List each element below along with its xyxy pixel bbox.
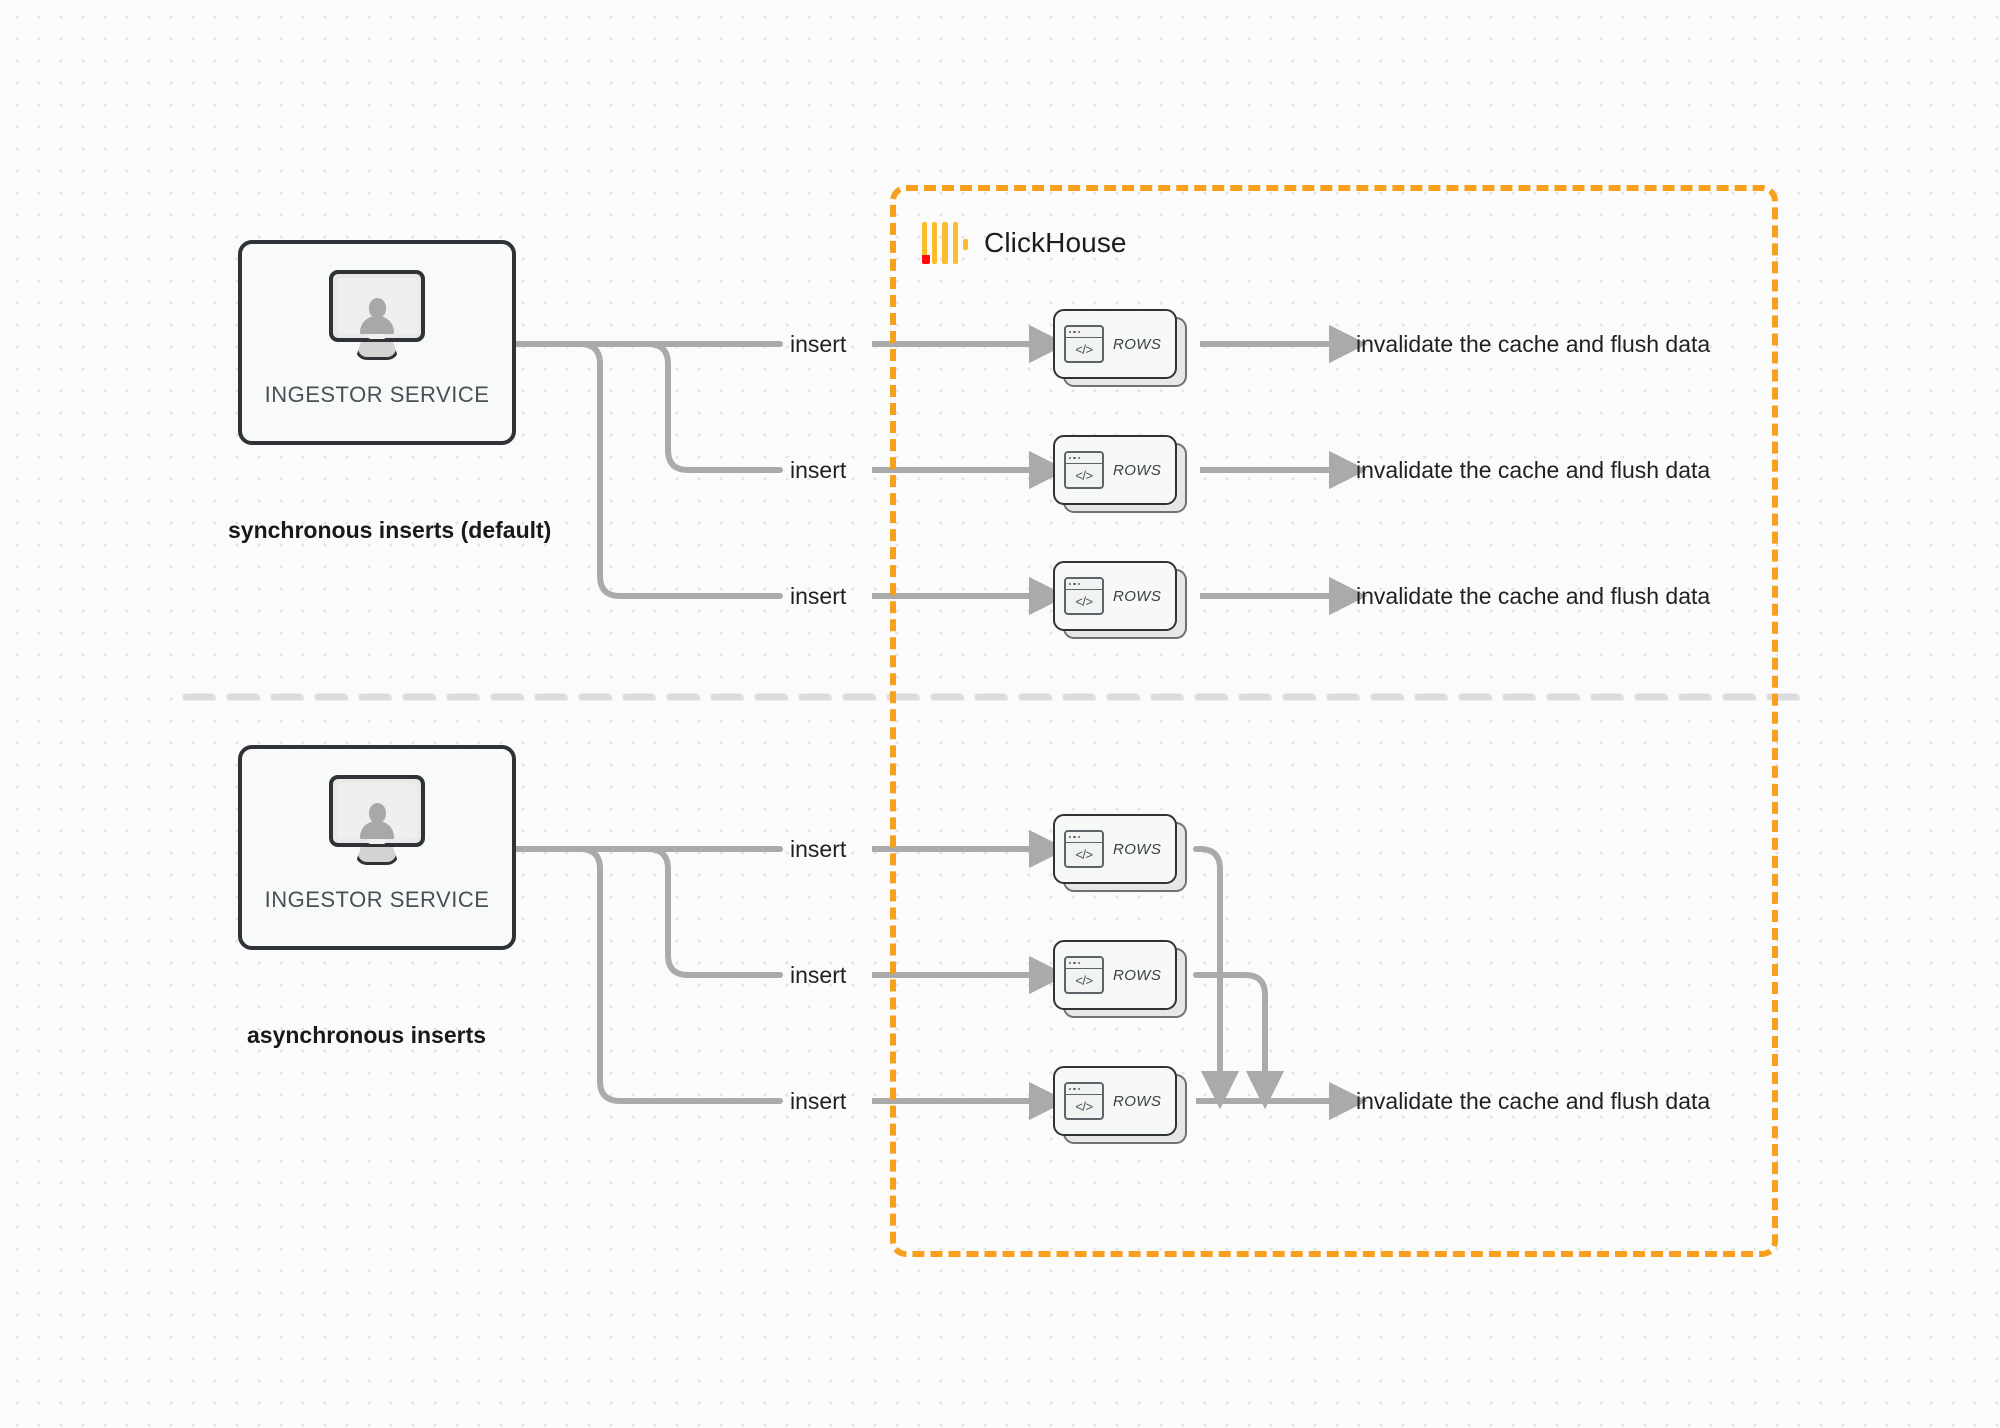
clickhouse-boundary xyxy=(890,185,1778,1257)
edge-label-flush-sync-1: invalidate the cache and flush data xyxy=(1356,331,1711,357)
edge-label-insert-async-1: insert xyxy=(790,836,847,862)
edge-label-flush-sync-2: invalidate the cache and flush data xyxy=(1356,457,1711,483)
rows-label: ROWS xyxy=(1113,587,1162,605)
edge-label-insert-async-3: insert xyxy=(790,1088,847,1114)
section-caption-asynchronous: asynchronous inserts xyxy=(247,1022,487,1048)
clickhouse-logo-icon xyxy=(922,222,969,264)
code-glyph: </> xyxy=(1075,847,1093,862)
edge-label-flush-async: invalidate the cache and flush data xyxy=(1356,1088,1711,1114)
code-glyph: </> xyxy=(1075,594,1093,609)
rows-node-sync-2[interactable]: </> ROWS xyxy=(1053,435,1187,513)
code-glyph: </> xyxy=(1075,342,1093,357)
rows-node-sync-1[interactable]: </> ROWS xyxy=(1053,309,1187,387)
code-window-icon: </> xyxy=(1064,325,1104,363)
monitor-user-icon xyxy=(329,775,425,867)
ingestor-service-node-async[interactable]: INGESTOR SERVICE xyxy=(238,745,516,950)
clickhouse-header: ClickHouse xyxy=(922,222,1127,264)
edge-label-insert-sync-2: insert xyxy=(790,457,847,483)
monitor-user-icon xyxy=(329,270,425,362)
code-window-icon: </> xyxy=(1064,1082,1104,1120)
edge-label-flush-sync-3: invalidate the cache and flush data xyxy=(1356,583,1711,609)
code-glyph: </> xyxy=(1075,1099,1093,1114)
edge-label-insert-sync-1: insert xyxy=(790,331,847,357)
rows-node-async-1[interactable]: </> ROWS xyxy=(1053,814,1187,892)
code-window-icon: </> xyxy=(1064,830,1104,868)
section-caption-synchronous: synchronous inserts (default) xyxy=(228,517,552,543)
rows-label: ROWS xyxy=(1113,1092,1162,1110)
edge-label-insert-async-2: insert xyxy=(790,962,847,988)
rows-node-async-2[interactable]: </> ROWS xyxy=(1053,940,1187,1018)
code-window-icon: </> xyxy=(1064,451,1104,489)
clickhouse-title: ClickHouse xyxy=(984,227,1127,258)
rows-label: ROWS xyxy=(1113,335,1162,353)
code-window-icon: </> xyxy=(1064,956,1104,994)
rows-node-async-3[interactable]: </> ROWS xyxy=(1053,1066,1187,1144)
code-glyph: </> xyxy=(1075,973,1093,988)
ingestor-service-label: INGESTOR SERVICE xyxy=(264,382,490,407)
rows-label: ROWS xyxy=(1113,461,1162,479)
rows-node-sync-3[interactable]: </> ROWS xyxy=(1053,561,1187,639)
ingestor-service-node-sync[interactable]: INGESTOR SERVICE xyxy=(238,240,516,445)
edge-label-insert-sync-3: insert xyxy=(790,583,847,609)
code-glyph: </> xyxy=(1075,468,1093,483)
rows-label: ROWS xyxy=(1113,966,1162,984)
rows-label: ROWS xyxy=(1113,840,1162,858)
ingestor-service-label: INGESTOR SERVICE xyxy=(264,887,490,912)
code-window-icon: </> xyxy=(1064,577,1104,615)
